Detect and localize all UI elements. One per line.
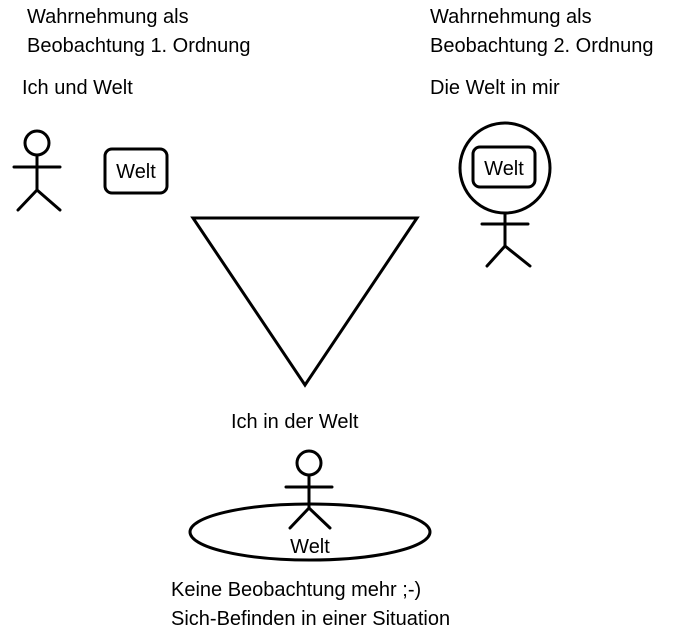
left-heading-line2: Beobachtung 1. Ordnung	[27, 35, 251, 57]
bottom-note-line1: Keine Beobachtung mehr ;-)	[171, 579, 422, 601]
left-stick-figure-icon	[12, 129, 62, 212]
bottom-welt-ellipse: Welt	[188, 502, 432, 562]
bottom-caption: Ich in der Welt	[231, 411, 359, 433]
left-welt-box: Welt	[103, 147, 169, 195]
right-stick-figure-icon	[458, 121, 552, 268]
bottom-stick-figure-icon	[284, 449, 334, 530]
left-caption: Ich und Welt	[22, 77, 133, 99]
bottom-welt-label: Welt	[290, 536, 330, 558]
left-welt-label: Welt	[116, 161, 156, 183]
bottom-note-line2: Sich-Befinden in einer Situation	[171, 608, 451, 630]
right-heading-line1: Wahrnehmung als	[430, 6, 592, 28]
right-heading-line2: Beobachtung 2. Ordnung	[430, 35, 654, 57]
right-welt-box: Welt	[471, 145, 537, 189]
right-welt-label: Welt	[484, 158, 524, 180]
center-triangle-shape	[190, 216, 420, 388]
right-caption: Die Welt in mir	[430, 77, 560, 99]
left-heading-line1: Wahrnehmung als	[27, 6, 189, 28]
